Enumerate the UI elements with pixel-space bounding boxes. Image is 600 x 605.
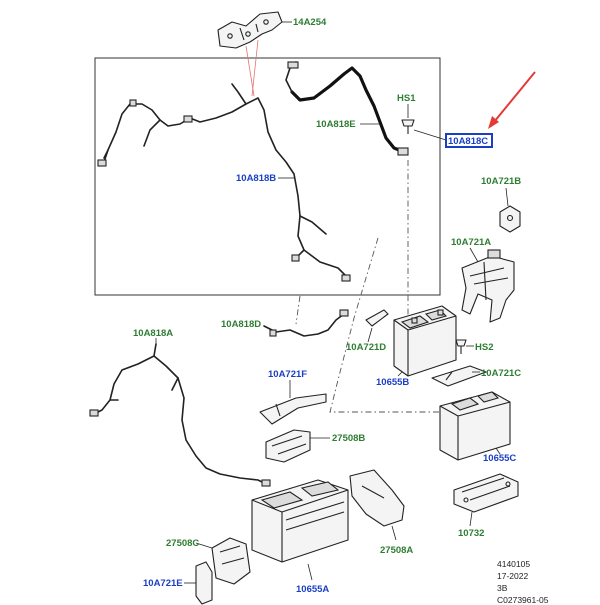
footer-line-3: 3B [497,583,508,593]
callout-HS1: HS1 [397,93,416,104]
callout-10A721C: 10A721C [481,368,521,379]
callout-10655A: 10655A [296,584,329,595]
callout-HS2: HS2 [475,342,493,353]
assembly-line [295,295,301,325]
insulator-27508B[interactable] [265,429,311,463]
callout-10A818C: 10A818C [448,136,488,147]
callout-10A721D: 10A721D [346,342,386,353]
callout-10A721B: 10A721B [481,176,521,187]
callout-10655B: 10655B [376,377,409,388]
footer-line-1: 4140105 [497,559,530,569]
harness-10A818A[interactable] [89,343,271,487]
callout-10A818B: 10A818B [236,173,276,184]
harness-10A818E[interactable] [285,61,409,156]
highlight-box-10A818C[interactable] [445,133,493,148]
callout-10A818D: 10A818D [221,319,261,330]
callout-27508B: 27508B [332,433,365,444]
callout-27508A: 27508A [380,545,413,556]
stud-HS2[interactable] [455,339,467,354]
callout-14A254: 14A254 [293,17,327,28]
callout-10655C: 10655C [483,453,516,464]
harness-frame [94,57,441,296]
cover-10A721D[interactable] [365,309,389,327]
bracket-10A721F[interactable] [259,393,327,425]
callout-10732: 10732 [458,528,484,539]
battery-10655B[interactable] [393,305,457,377]
callout-10A721A: 10A721A [451,237,491,248]
harness-10A818B[interactable] [97,83,351,282]
footer-line-4: C0273961-05 [497,595,549,605]
callout-10A818A: 10A818A [133,328,173,339]
battery-10655C[interactable] [439,391,511,461]
callout-27508C: 27508C [166,538,199,549]
callout-10A721E: 10A721E [143,578,183,589]
callout-10A721F: 10A721F [268,369,307,380]
insulator-27508C[interactable] [211,537,251,585]
pointer-arrow [488,71,536,129]
tray-10732[interactable] [453,473,519,513]
bracket-10A721B[interactable] [499,205,521,233]
callout-10A818E: 10A818E [316,119,356,130]
harness-10A818D[interactable] [263,309,349,337]
footer-line-2: 17-2022 [497,571,528,581]
battery-10655A[interactable] [251,479,349,563]
bracket-14A254[interactable] [217,11,283,49]
bracket-10A721E[interactable] [195,561,213,605]
stud-HS1[interactable] [401,119,415,134]
cover-27508A[interactable] [349,469,405,527]
bracket-10A721C[interactable] [431,365,487,387]
bracket-10A721A[interactable] [461,249,515,323]
assembly-line [329,237,440,413]
